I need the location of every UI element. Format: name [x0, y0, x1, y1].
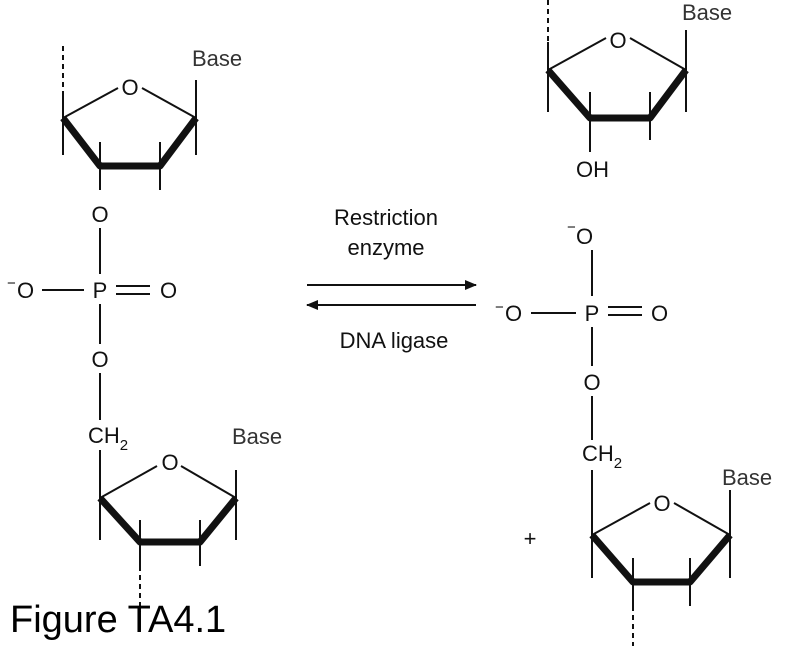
- right-top-fragment: O Base OH: [545, 0, 732, 182]
- ring-bond: [591, 502, 651, 536]
- ring-oxygen-label: O: [653, 491, 670, 516]
- right-phosphate-fragment: − O P O − O O CH2: [495, 219, 668, 472]
- ch-text: CH: [88, 423, 120, 448]
- oxygen-label: O: [651, 301, 668, 326]
- base-label: Base: [682, 0, 732, 25]
- oxygen-label: O: [583, 370, 600, 395]
- phosphorus-label: P: [93, 278, 108, 303]
- base-label: Base: [232, 424, 282, 449]
- ring-bond: [62, 87, 119, 119]
- ring-bond: [141, 87, 197, 119]
- ring-front-edge: [60, 115, 199, 170]
- ring-oxygen-label: O: [121, 75, 138, 100]
- base-label: Base: [722, 465, 772, 490]
- figure-caption: Figure TA4.1: [10, 599, 226, 641]
- left-phosphate-group: O P O − O O CH2: [7, 202, 177, 454]
- plus-sign: +: [524, 526, 537, 551]
- phosphorus-label: P: [585, 301, 600, 326]
- ch2-label: CH2: [88, 423, 128, 454]
- ring-bond: [673, 502, 731, 536]
- subscript-2: 2: [614, 455, 622, 472]
- oxygen-label: O: [17, 278, 34, 303]
- forward-label-line-2: enzyme: [347, 235, 424, 260]
- ring-bond: [547, 37, 607, 71]
- left-top-sugar: O Base: [60, 46, 242, 190]
- oxygen-label: O: [91, 202, 108, 227]
- reverse-label: DNA ligase: [340, 328, 449, 353]
- ch2-label: CH2: [582, 441, 622, 472]
- right-bottom-sugar: O Base: [589, 465, 772, 646]
- left-molecule: O Base O P O − O O CH2: [7, 46, 282, 612]
- ring-front-edge: [97, 495, 239, 546]
- forward-label-line-1: Restriction: [334, 205, 438, 230]
- oxygen-label: O: [576, 224, 593, 249]
- subscript-2: 2: [120, 437, 128, 454]
- ring-front-edge: [545, 67, 689, 122]
- negative-charge-label: −: [7, 275, 16, 292]
- ring-bond: [99, 465, 158, 499]
- oxygen-label: O: [160, 278, 177, 303]
- base-label: Base: [192, 46, 242, 71]
- hydroxyl-label: OH: [576, 157, 609, 182]
- ring-front-edge: [589, 532, 733, 586]
- negative-charge-label: −: [567, 219, 576, 236]
- oxygen-label: O: [505, 301, 522, 326]
- ring-bond: [180, 465, 237, 499]
- oxygen-label: O: [91, 347, 108, 372]
- ring-bond: [629, 37, 687, 71]
- negative-charge-label: −: [495, 299, 504, 316]
- ring-oxygen-label: O: [609, 28, 626, 53]
- reaction-arrows: Restriction enzyme DNA ligase: [306, 205, 477, 353]
- ring-oxygen-label: O: [161, 450, 178, 475]
- ch-text: CH: [582, 441, 614, 466]
- left-bottom-sugar: O Base: [97, 424, 282, 612]
